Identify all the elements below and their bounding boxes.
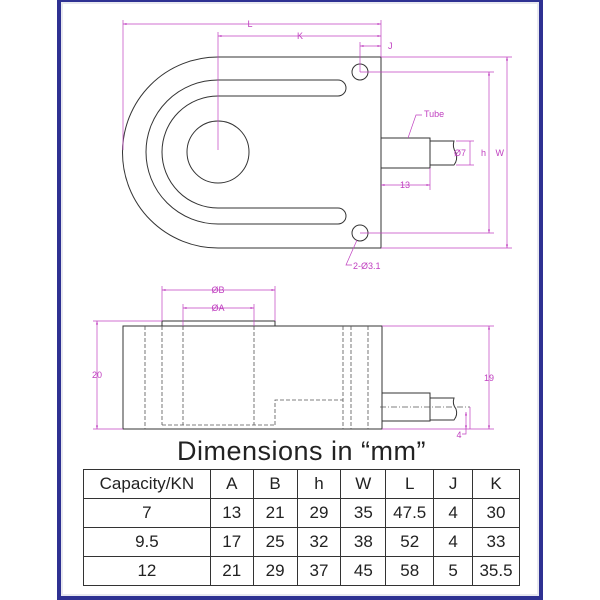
header-L: L	[385, 469, 435, 499]
table-cell: 29	[252, 556, 298, 586]
table-cell: 58	[385, 556, 435, 586]
table-row: 9.5 17 25 32 38 52 4 33	[83, 527, 520, 557]
label-tube: Tube	[424, 109, 444, 119]
side-view	[122, 320, 458, 430]
label-h: h	[481, 148, 486, 158]
label-B: ØB	[211, 285, 224, 295]
table-cell: 17	[209, 527, 254, 557]
table-cell: 4	[433, 527, 474, 557]
label-W: W	[496, 148, 505, 158]
header-h: h	[296, 469, 342, 499]
side-view-labels: ØB ØA 20 19 4	[92, 285, 494, 440]
table-row: 12 21 29 37 45 58 5 35.5	[83, 556, 520, 586]
label-L: L	[247, 19, 252, 29]
table-cell: 38	[340, 527, 387, 557]
table-cell: 52	[385, 527, 435, 557]
table-cell: 7	[83, 498, 211, 528]
table-row: 7 13 21 29 35 47.5 4 30	[83, 498, 520, 528]
table-cell: 30	[472, 498, 520, 528]
table-cell: 25	[252, 527, 298, 557]
header-K: K	[472, 469, 520, 499]
label-holes: 2-Ø3.1	[353, 261, 381, 271]
table-cell: 35.5	[472, 556, 520, 586]
dimensions-title: Dimensions in “mm”	[176, 436, 427, 466]
header-capacity: Capacity/KN	[83, 469, 211, 499]
side-view-dimensions	[93, 286, 494, 435]
table-cell: 33	[472, 527, 520, 557]
header-B: B	[252, 469, 298, 499]
label-tube-length: 13	[400, 180, 410, 190]
table-cell: 37	[296, 556, 342, 586]
label-J: J	[388, 41, 393, 51]
side-view-hidden-lines	[144, 326, 470, 429]
label-cable-offset: 4	[456, 430, 461, 440]
table-cell: 45	[340, 556, 387, 586]
header-A: A	[209, 469, 254, 499]
table-cell: 12	[83, 556, 211, 586]
top-view-dimensions	[122, 20, 512, 266]
label-cable-diameter: Ø7	[454, 148, 466, 158]
table-header-row: Capacity/KN A B h W L J K	[83, 469, 520, 499]
label-total-height: 20	[92, 370, 102, 380]
header-J: J	[433, 469, 474, 499]
table-cell: 5	[433, 556, 474, 586]
label-K: K	[297, 31, 303, 41]
table-cell: 32	[296, 527, 342, 557]
header-W: W	[340, 469, 387, 499]
label-body-height: 19	[484, 373, 494, 383]
table-cell: 4	[433, 498, 474, 528]
label-A: ØA	[211, 303, 224, 313]
table-cell: 47.5	[385, 498, 435, 528]
table-cell: 29	[296, 498, 342, 528]
table-cell: 9.5	[83, 527, 211, 557]
table-cell: 13	[209, 498, 254, 528]
top-view-labels: L K J Tube Ø7 h W 13 2-Ø3.1	[247, 19, 504, 271]
table-cell: 21	[209, 556, 254, 586]
table-cell: 35	[340, 498, 387, 528]
top-view	[122, 56, 458, 249]
table-cell: 21	[252, 498, 298, 528]
dimensions-table: Capacity/KN A B h W L J K 7 13 21 29 35 …	[83, 469, 520, 586]
